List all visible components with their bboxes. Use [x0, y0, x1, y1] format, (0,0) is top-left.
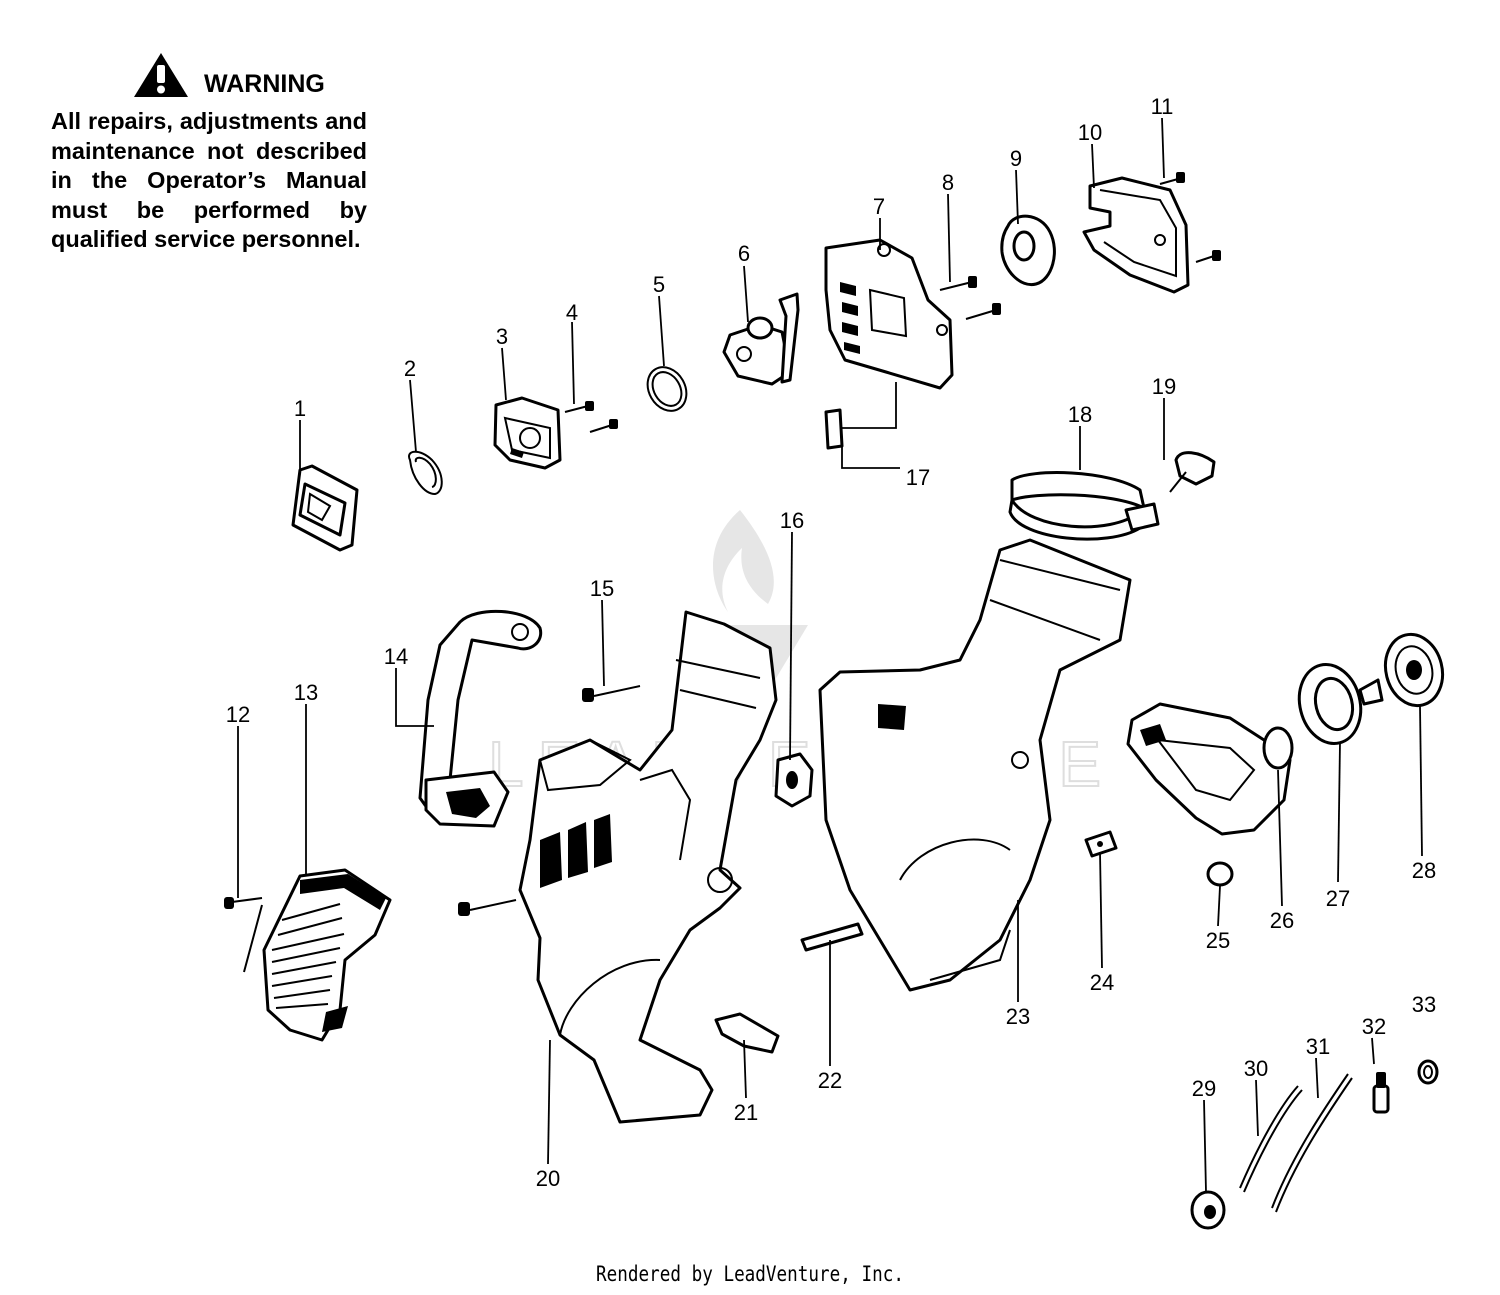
part-8-bolts [939, 276, 1001, 320]
part-9-spacer [1000, 214, 1056, 287]
part-31-fuel-line [1271, 1073, 1353, 1213]
part-label-24: 24 [1090, 970, 1114, 995]
warning-title: WARNING [204, 70, 325, 98]
part-5-seal [646, 366, 688, 412]
part-21-clip [714, 1012, 780, 1054]
part-label-5: 5 [653, 272, 665, 297]
part-12-screw [224, 897, 263, 973]
part-label-32: 32 [1362, 1014, 1386, 1039]
part-label-1: 1 [294, 396, 306, 421]
part-23-housing-half [818, 538, 1132, 992]
part-label-4: 4 [566, 300, 578, 325]
part-29-grommet [1190, 1190, 1226, 1230]
part-label-3: 3 [496, 324, 508, 349]
part-label-17: 17 [906, 465, 930, 490]
part-label-16: 16 [780, 508, 804, 533]
part-17-block [824, 408, 844, 450]
part-28-fuel-cap [1358, 632, 1445, 708]
part-label-7: 7 [873, 194, 885, 219]
part-label-28: 28 [1412, 858, 1436, 883]
part-label-14: 14 [384, 644, 408, 669]
part-label-6: 6 [738, 241, 750, 266]
part-27-washer [1297, 663, 1363, 745]
part-3-filter-housing [493, 396, 562, 470]
part-label-31: 31 [1306, 1034, 1330, 1059]
warning-triangle-icon [134, 52, 188, 97]
part-label-27: 27 [1326, 886, 1350, 911]
part-24-retainer [1084, 830, 1118, 858]
part-13-grill-cover [262, 868, 392, 1042]
part-label-11: 11 [1151, 94, 1174, 119]
part-label-25: 25 [1206, 928, 1230, 953]
part-label-15: 15 [590, 576, 614, 601]
part-22-pin [800, 922, 864, 952]
part-label-29: 29 [1192, 1076, 1216, 1101]
part-label-30: 30 [1244, 1056, 1268, 1081]
warning-text: All repairs, adjustments and maintenance… [51, 108, 367, 252]
housing-screw [458, 899, 517, 916]
part-label-19: 19 [1152, 374, 1176, 399]
part-14-handle [418, 609, 543, 828]
part-label-22: 22 [818, 1068, 842, 1093]
part-labels: 1234567891011121314151617181920212223242… [226, 94, 1436, 1191]
part-16-gear [774, 752, 814, 808]
part-32-fuel-filter [1372, 1072, 1390, 1114]
part-25-plug [1206, 861, 1234, 887]
part-label-13: 13 [294, 680, 318, 705]
part-label-12: 12 [226, 702, 250, 727]
part-label-26: 26 [1270, 908, 1294, 933]
part-label-33: 33 [1412, 992, 1436, 1017]
footer-credit: Rendered by LeadVenture, Inc. [596, 1262, 904, 1286]
leader-lines [237, 117, 1423, 1193]
part-26-fuel-tank [1126, 702, 1294, 836]
part-20-blower-housing [518, 610, 778, 1124]
part-label-10: 10 [1078, 120, 1102, 145]
part-15-screw [582, 685, 641, 702]
part-2-ring [408, 450, 443, 496]
part-11-screws [1159, 172, 1221, 263]
part-30-fuel-line [1239, 1085, 1303, 1193]
part-6-carburetor [722, 292, 800, 386]
part-label-18: 18 [1068, 402, 1092, 427]
part-label-8: 8 [942, 170, 954, 195]
part-19-knob [1169, 451, 1216, 493]
part-1-gasket [291, 464, 359, 552]
part-4-screws [564, 401, 618, 433]
part-label-21: 21 [734, 1100, 758, 1125]
part-18-clamp [1008, 471, 1160, 541]
warning-header: WARNING [132, 50, 325, 99]
part-label-9: 9 [1010, 146, 1022, 171]
part-10-cover [1082, 176, 1190, 294]
part-label-23: 23 [1006, 1004, 1030, 1029]
flame-logo-icon [713, 510, 774, 612]
part-label-2: 2 [404, 356, 416, 381]
part-label-20: 20 [536, 1166, 560, 1191]
part-7-mounting-plate [824, 238, 954, 390]
part-33-grommet [1417, 1059, 1439, 1085]
